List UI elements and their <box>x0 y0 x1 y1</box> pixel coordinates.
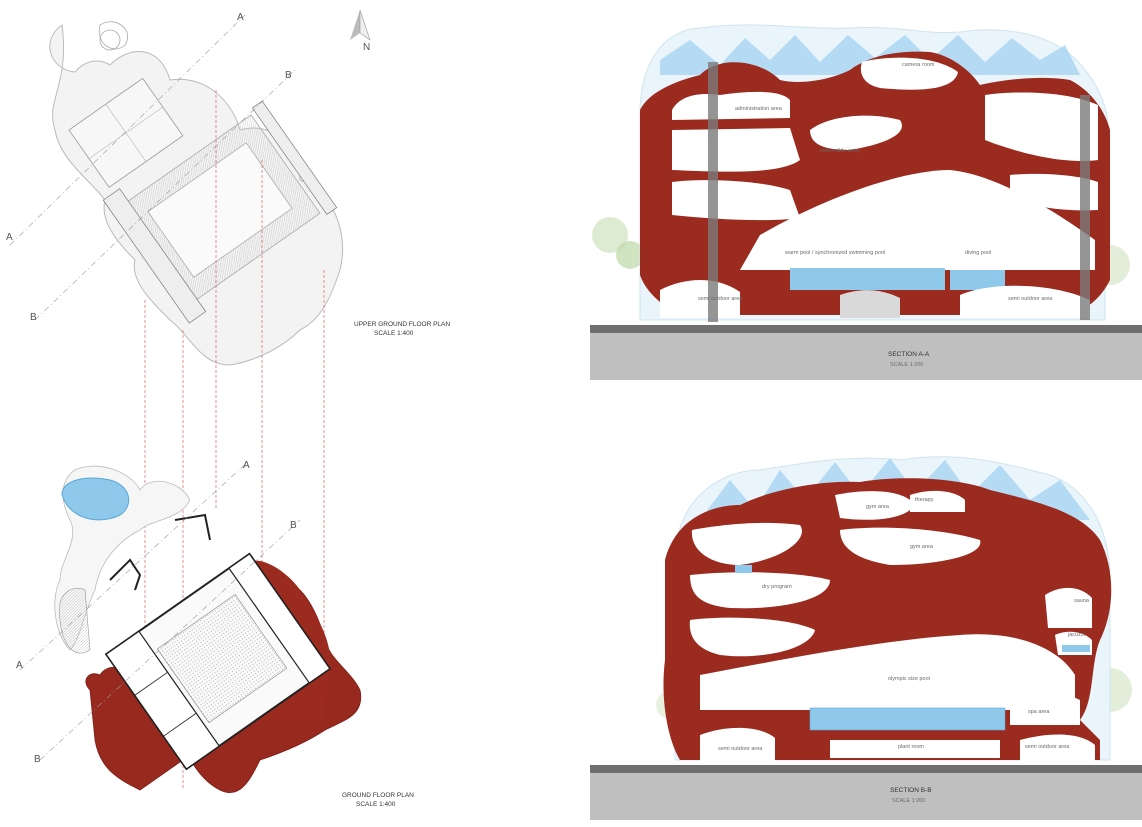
section-a-a-scale: SCALE 1:200 <box>890 362 923 368</box>
section-marker-b: B <box>30 312 37 323</box>
label-jacuzzi: jacuzzi <box>1067 632 1085 638</box>
label-spa-area: spa area <box>1028 709 1050 715</box>
north-arrow-icon: N <box>350 9 371 53</box>
label-sauna: sauna <box>1074 598 1090 604</box>
label-camera-room: camera room <box>902 62 935 68</box>
label-gym-area: gym area <box>910 544 934 550</box>
upper-plan-title: UPPER GROUND FLOOR PLAN <box>354 321 450 328</box>
upper-plan-scale: SCALE 1:400 <box>374 330 414 337</box>
section-b-b: therapy gym area gym area dry program sa… <box>590 456 1142 820</box>
section-a-a: camera room administration area water sl… <box>590 24 1142 380</box>
ground-plan-scale: SCALE 1:400 <box>356 801 396 808</box>
section-marker-a: A <box>237 12 244 23</box>
label-semi-outdoor-area: semi outdoor area <box>718 746 763 752</box>
label-semi-outdoor-area: semi outdoor area <box>1025 744 1070 750</box>
label-plant-room: plant room <box>898 744 924 750</box>
section-marker-a: A <box>6 232 13 243</box>
label-diving-pool: diving pool <box>965 250 991 256</box>
north-label: N <box>363 42 370 53</box>
label-therapy: therapy <box>915 497 934 503</box>
label-olympic-pool: olympic size pool <box>888 676 930 682</box>
section-b-b-scale: SCALE 1:200 <box>892 798 925 804</box>
label-dry-program: dry program <box>762 584 792 590</box>
ground-floor-plan: A A B B GROUND FLOOR PLAN SCALE 1:400 <box>16 459 414 808</box>
section-marker-b: B <box>34 754 41 765</box>
label-administration-area: administration area <box>735 106 783 112</box>
upper-ground-floor-plan: A A B B UPPER GROUND FLOOR PLAN SCALE 1:… <box>6 12 450 366</box>
label-semi-outdoor-area: semi outdoor area <box>698 296 743 302</box>
label-semi-outdoor-area: semi outdoor area <box>1008 296 1053 302</box>
label-warm-pool: warm pool / synchronized swimming pool <box>784 250 885 256</box>
section-marker-a: A <box>16 660 23 671</box>
label-gym-area: gym area <box>866 504 890 510</box>
section-b-b-title: SECTION B-B <box>890 787 932 794</box>
section-a-a-title: SECTION A-A <box>888 351 930 358</box>
label-water-slide-entry: water slide entry <box>819 148 860 154</box>
section-marker-a: A <box>243 460 250 471</box>
ground-plan-title: GROUND FLOOR PLAN <box>342 792 414 799</box>
section-marker-b: B <box>285 70 292 81</box>
section-marker-b: B <box>290 520 297 531</box>
